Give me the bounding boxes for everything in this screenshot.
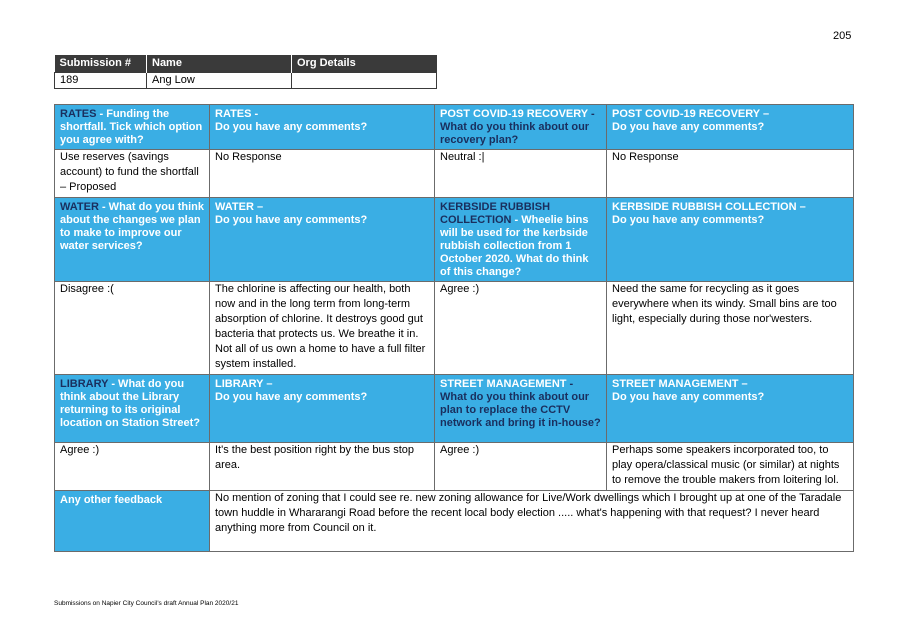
water-comments-text: Do you have any comments? <box>215 214 368 226</box>
water-answer: Disagree :( <box>54 281 210 375</box>
covid-title: POST COVID-19 RECOVERY <box>440 108 588 120</box>
water-highlight: WATER <box>60 201 99 213</box>
covid-comments-text: Do you have any comments? <box>612 121 765 133</box>
page-number: 205 <box>833 30 852 42</box>
kerbside-answer: Agree :) <box>434 281 607 375</box>
water-comments-title: WATER – <box>215 201 264 213</box>
library-question: LIBRARY - What do you think about the Li… <box>54 374 210 443</box>
other-feedback-label: Any other feedback <box>54 490 210 552</box>
other-feedback-text: No mention of zoning that I could see re… <box>209 490 854 552</box>
library-highlight: LIBRARY <box>60 378 109 390</box>
street-comments-text: Do you have any comments? <box>612 391 765 403</box>
feedback-table: RATES - Funding the shortfall. Tick whic… <box>54 104 854 552</box>
kerbside-question-text: - Wheelie bins will be used for the kerb… <box>440 214 589 278</box>
library-comments-text: Do you have any comments? <box>215 391 368 403</box>
street-comments-answer: Perhaps some speakers incorporated too, … <box>606 442 854 491</box>
library-comments-title: LIBRARY – <box>215 378 273 390</box>
library-question-row: LIBRARY - What do you think about the Li… <box>54 374 854 443</box>
kerbside-question: KERBSIDE RUBBISH COLLECTION - Wheelie bi… <box>434 197 607 282</box>
col-org-header: Org Details <box>291 55 437 72</box>
street-title: STREET MANAGEMENT <box>440 378 567 390</box>
rates-question: RATES - Funding the shortfall. Tick whic… <box>54 104 210 150</box>
rates-response-row: Use reserves (savings account) to fund t… <box>54 149 854 198</box>
street-comments-title: STREET MANAGEMENT – <box>612 378 748 390</box>
covid-answer: Neutral :| <box>434 149 607 198</box>
other-feedback-row: Any other feedback No mention of zoning … <box>54 490 854 552</box>
street-sep: - <box>566 378 574 390</box>
street-answer: Agree :) <box>434 442 607 491</box>
org-details <box>291 71 437 89</box>
submitter-name: Ang Low <box>146 71 292 89</box>
page-footer: Submissions on Napier City Council's dra… <box>54 600 239 607</box>
water-question-text: - What do you think about the changes we… <box>60 201 205 252</box>
library-question-text: - What do you think about the Library re… <box>60 378 200 429</box>
rates-question-text: - Funding the shortfall. Tick which opti… <box>60 108 203 146</box>
kerbside-comments-answer: Need the same for recycling as it goes e… <box>606 281 854 375</box>
covid-comments-title: POST COVID-19 RECOVERY – <box>612 108 770 120</box>
rates-comments-title: RATES - <box>215 108 259 120</box>
library-comments-question: LIBRARY –Do you have any comments? <box>209 374 435 443</box>
rates-answer: Use reserves (savings account) to fund t… <box>54 149 210 198</box>
covid-sep: - <box>587 108 595 120</box>
water-comments-answer: The chlorine is affecting our health, bo… <box>209 281 435 375</box>
kerbside-title: KERBSIDE RUBBISH COLLECTION <box>440 201 551 226</box>
covid-comments-answer: No Response <box>606 149 854 198</box>
water-comments-question: WATER –Do you have any comments? <box>209 197 435 282</box>
street-comments-question: STREET MANAGEMENT –Do you have any comme… <box>606 374 854 443</box>
library-response-row: Agree :) It's the best position right by… <box>54 442 854 491</box>
street-question-text: What do you think about our plan to repl… <box>440 391 601 429</box>
street-question: STREET MANAGEMENT - What do you think ab… <box>434 374 607 443</box>
submission-table: Submission # Name Org Details 189 Ang Lo… <box>54 55 437 89</box>
rates-highlight: RATES <box>60 108 97 120</box>
water-question: WATER - What do you think about the chan… <box>54 197 210 282</box>
library-answer: Agree :) <box>54 442 210 491</box>
rates-comments-text: Do you have any comments? <box>215 121 368 133</box>
covid-question-text: What do you think about our recovery pla… <box>440 121 590 146</box>
covid-comments-question: POST COVID-19 RECOVERY –Do you have any … <box>606 104 854 150</box>
rates-comments-question: RATES -Do you have any comments? <box>209 104 435 150</box>
water-response-row: Disagree :( The chlorine is affecting ou… <box>54 281 854 375</box>
col-name-header: Name <box>146 55 292 72</box>
col-submission-header: Submission # <box>54 55 147 72</box>
covid-question: POST COVID-19 RECOVERY - What do you thi… <box>434 104 607 150</box>
kerbside-comments-title: KERBSIDE RUBBISH COLLECTION – <box>612 201 806 213</box>
rates-question-row: RATES - Funding the shortfall. Tick whic… <box>54 104 854 150</box>
library-comments-answer: It's the best position right by the bus … <box>209 442 435 491</box>
water-question-row: WATER - What do you think about the chan… <box>54 197 854 282</box>
kerbside-comments-question: KERBSIDE RUBBISH COLLECTION –Do you have… <box>606 197 854 282</box>
submission-number: 189 <box>54 71 147 89</box>
kerbside-comments-text: Do you have any comments? <box>612 214 765 226</box>
rates-comments-answer: No Response <box>209 149 435 198</box>
